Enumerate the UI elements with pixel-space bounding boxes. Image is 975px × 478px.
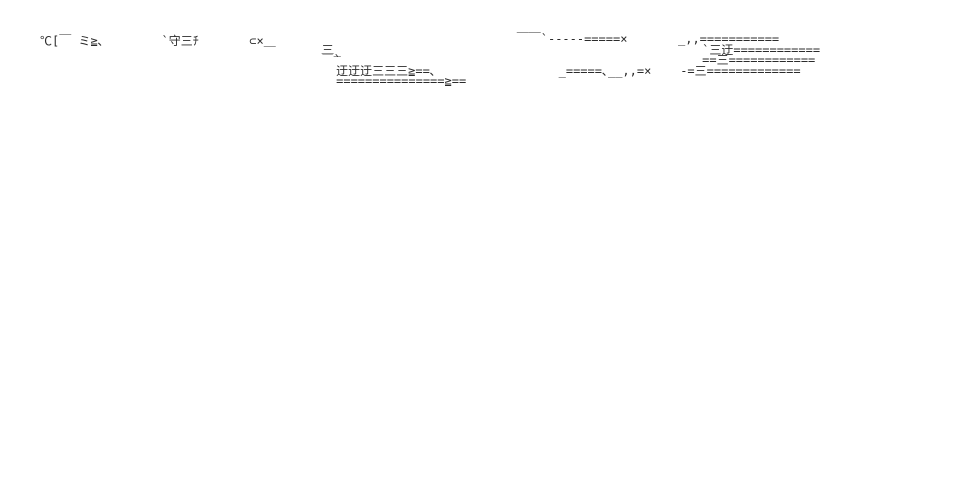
ascii-art-top-right: ￣￣`-----=====× _,,=========== 三_ `三迂====… (321, 32, 821, 88)
ascii-art-top-left: ℃[￣ ミ≧､ `守三ﾁ ⊂×＿ (40, 34, 276, 48)
